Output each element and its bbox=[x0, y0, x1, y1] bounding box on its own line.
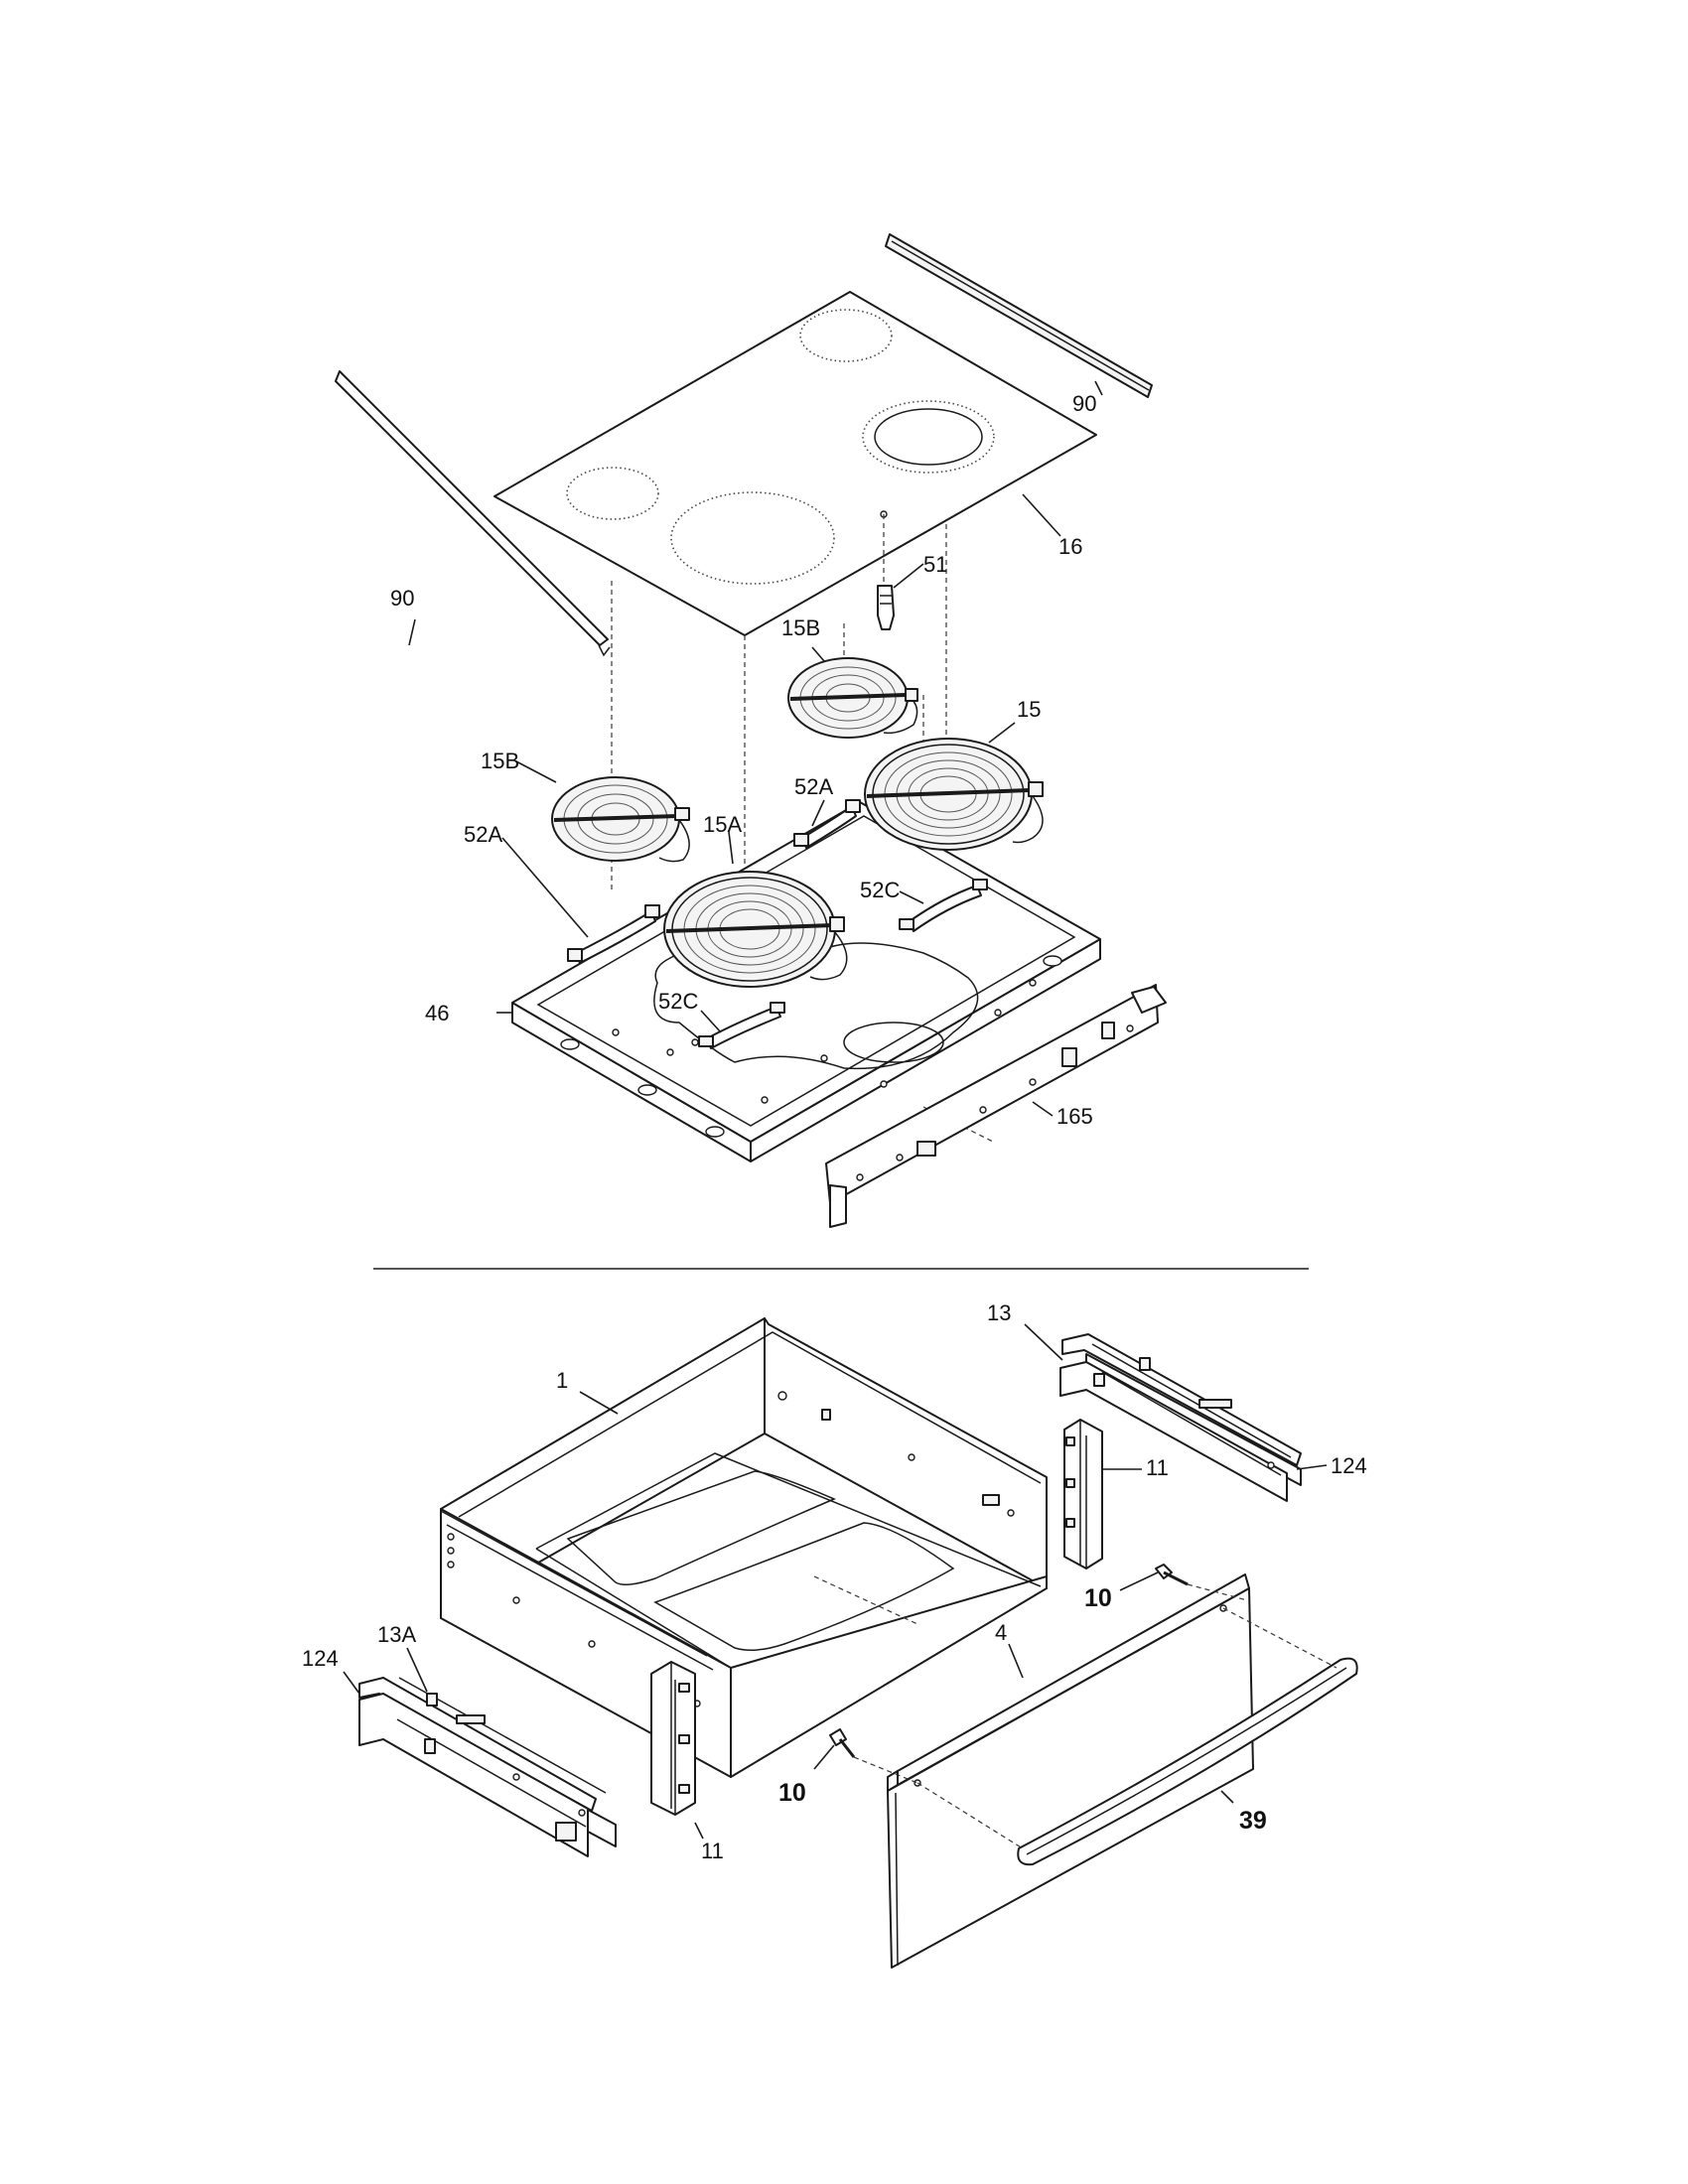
label-165: 165 bbox=[1056, 1104, 1093, 1129]
drawer-slide-left bbox=[358, 1677, 617, 1857]
label-10-left: 10 bbox=[778, 1779, 806, 1807]
label-90-right: 90 bbox=[1072, 391, 1096, 416]
bracket-52c-front bbox=[698, 1002, 785, 1049]
label-15b-rear: 15B bbox=[781, 615, 820, 640]
label-15a: 15A bbox=[703, 812, 742, 837]
label-46: 46 bbox=[425, 1001, 449, 1025]
label-15b-left: 15B bbox=[481, 749, 519, 773]
trim-strip-left bbox=[335, 370, 611, 657]
heating-element-15a-large bbox=[663, 871, 848, 988]
label-15: 15 bbox=[1017, 697, 1041, 722]
label-52a-right: 52A bbox=[794, 774, 833, 799]
screw-left bbox=[829, 1728, 856, 1758]
drawer-body bbox=[440, 1317, 1048, 1778]
label-11-right: 11 bbox=[1146, 1455, 1169, 1480]
label-52c-right: 52C bbox=[860, 878, 900, 902]
label-10-right: 10 bbox=[1084, 1584, 1112, 1612]
label-90-left: 90 bbox=[390, 586, 414, 611]
leader-lines-bottom bbox=[343, 1323, 1328, 1840]
label-124-right: 124 bbox=[1331, 1453, 1367, 1478]
temperature-sensor bbox=[877, 585, 895, 630]
label-16: 16 bbox=[1058, 534, 1082, 559]
alignment-lines-bottom bbox=[813, 1575, 1337, 1849]
bracket-52a-right bbox=[793, 799, 861, 849]
label-13a: 13A bbox=[377, 1622, 416, 1647]
heating-element-15b-left bbox=[551, 776, 690, 863]
leader-lines-top bbox=[408, 380, 1103, 1117]
drawer-slide-right bbox=[1059, 1333, 1302, 1502]
trim-strip-right bbox=[885, 233, 1153, 398]
label-1: 1 bbox=[556, 1368, 568, 1393]
label-124-left: 124 bbox=[302, 1646, 339, 1671]
label-52c-front: 52C bbox=[658, 989, 698, 1014]
screw-right bbox=[1155, 1564, 1189, 1586]
label-4: 4 bbox=[995, 1620, 1007, 1645]
drawer-bracket-left bbox=[650, 1661, 696, 1816]
drawer-handle bbox=[1017, 1657, 1358, 1866]
drawer-front-panel bbox=[887, 1573, 1254, 1969]
bracket-52a-left bbox=[567, 904, 660, 964]
label-11-left: 11 bbox=[701, 1839, 724, 1863]
label-13: 13 bbox=[987, 1300, 1011, 1325]
heating-element-15-large bbox=[864, 738, 1044, 851]
terminal-bracket bbox=[825, 984, 1167, 1228]
heating-element-15b-rear bbox=[787, 657, 918, 739]
label-51: 51 bbox=[923, 552, 947, 577]
label-52a-left: 52A bbox=[464, 822, 502, 847]
label-39: 39 bbox=[1239, 1807, 1267, 1835]
bracket-52c-right bbox=[899, 879, 988, 932]
drawer-bracket-right bbox=[1063, 1419, 1103, 1570]
glass-cooktop bbox=[493, 291, 1097, 636]
